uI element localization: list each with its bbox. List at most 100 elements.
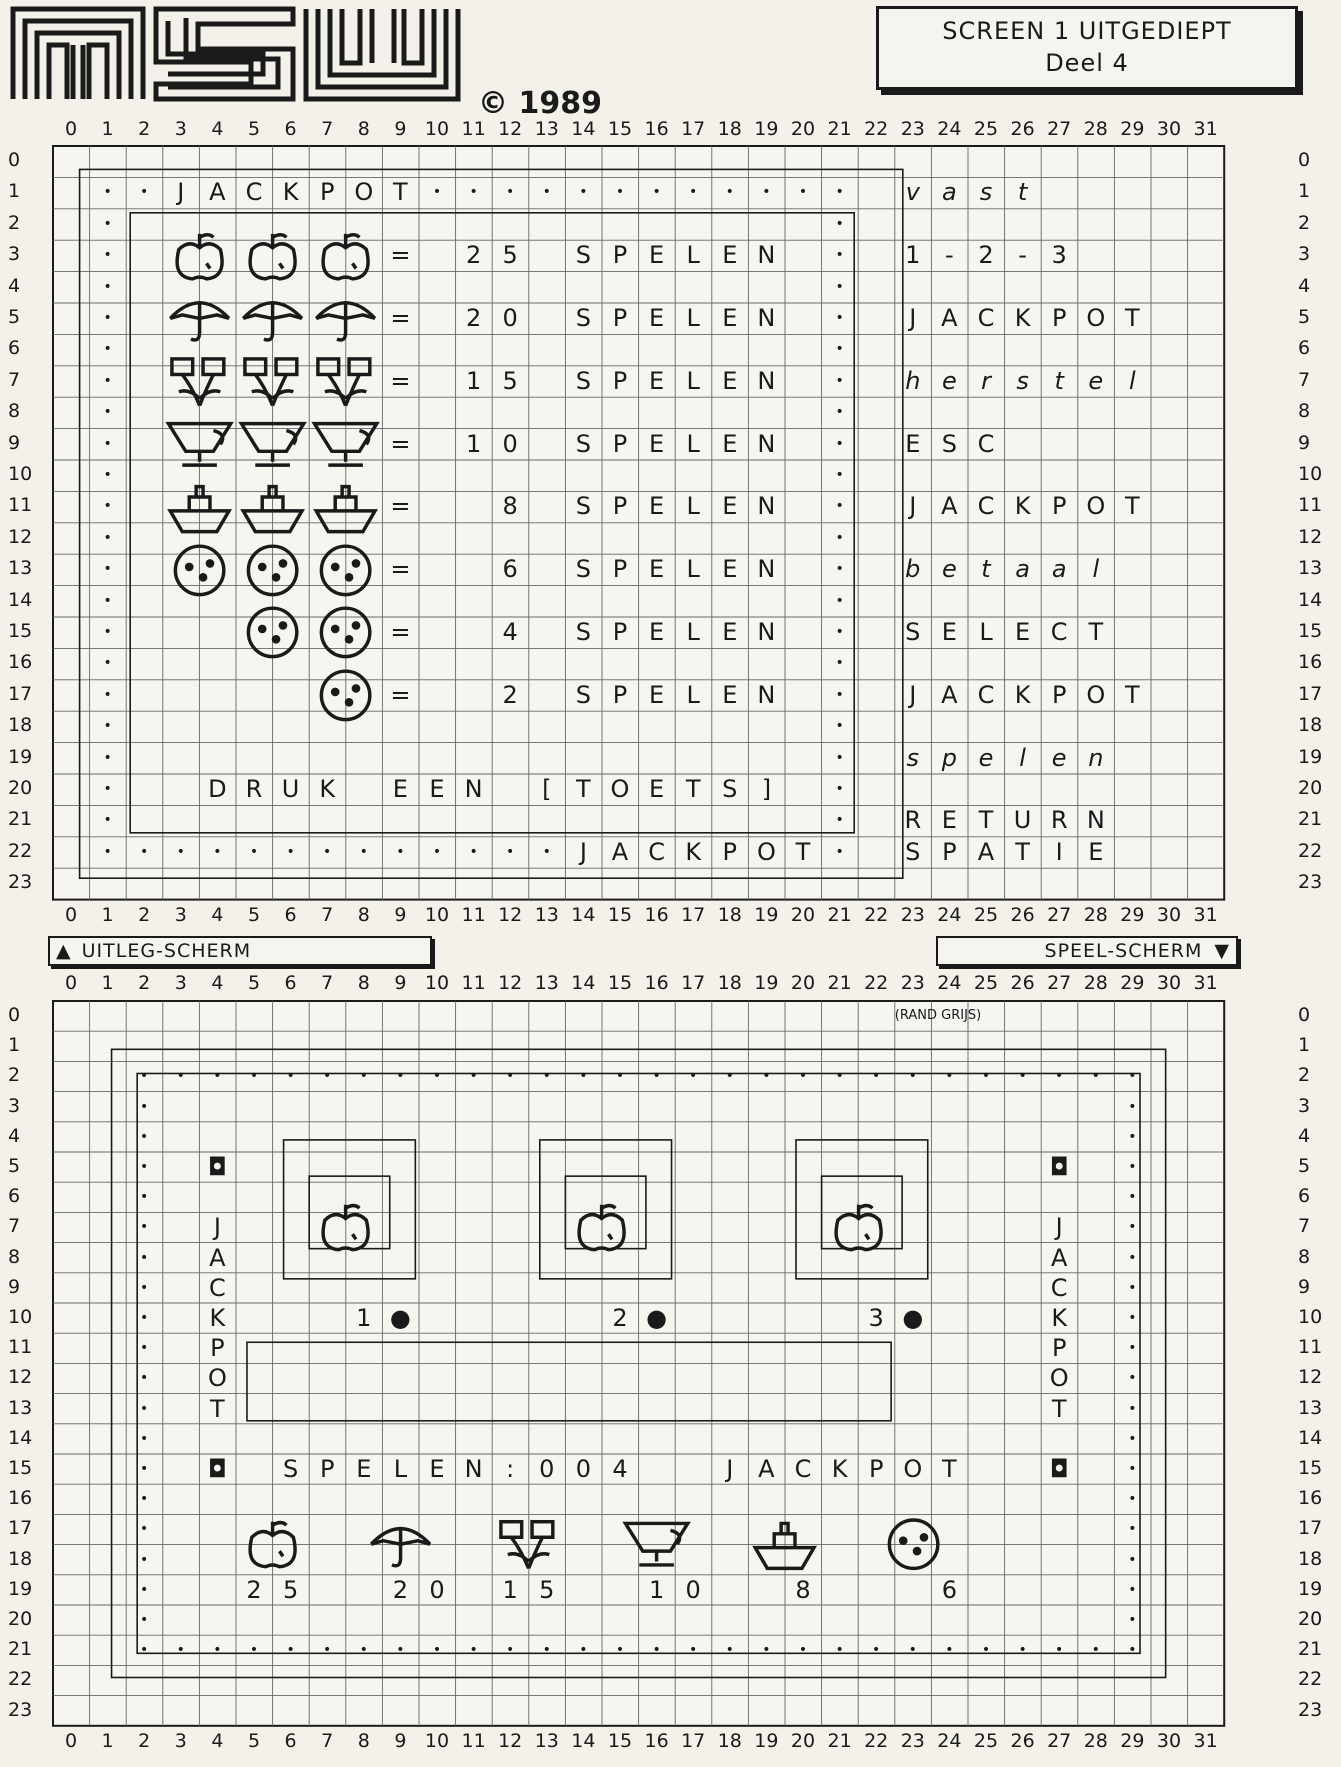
- row-number: 8: [8, 400, 20, 422]
- row-number: 9: [8, 1276, 20, 1298]
- column-number: 10: [419, 1730, 455, 1752]
- border-dot: •: [492, 1635, 528, 1665]
- vertical-jackpot: O: [1041, 1363, 1077, 1393]
- legend-jackpot: C: [968, 680, 1004, 711]
- border-dot: •: [199, 1061, 235, 1091]
- footer-jackpot: J: [565, 837, 601, 868]
- border-dot: •: [529, 1635, 565, 1665]
- row-number: 15: [1298, 620, 1322, 642]
- column-number: 9: [382, 972, 418, 994]
- border-dot: •: [126, 1303, 162, 1333]
- border-dot: •: [1114, 1182, 1150, 1212]
- row-number: 16: [1298, 1487, 1322, 1509]
- legend-jackpot: J: [895, 680, 931, 711]
- border-dot: •: [1114, 1363, 1150, 1393]
- border-dot: •: [90, 805, 126, 836]
- column-number: 5: [236, 904, 272, 926]
- row-number: 21: [1298, 808, 1322, 830]
- border-dot: •: [90, 523, 126, 554]
- apple-icon: [238, 1515, 307, 1577]
- row-number: 19: [8, 1578, 32, 1600]
- column-number: 1: [90, 972, 126, 994]
- border-dot: •: [822, 554, 858, 585]
- apple-icon: [165, 226, 234, 291]
- column-number: 20: [785, 1730, 821, 1752]
- column-number: 18: [712, 1730, 748, 1752]
- legend-herstel: s: [1005, 366, 1041, 397]
- row-number: 15: [8, 620, 32, 642]
- jackpot-label: O: [895, 1454, 931, 1484]
- druk-een-toets: R: [236, 774, 272, 805]
- border-dot: •: [1114, 1061, 1150, 1091]
- column-number: 6: [273, 1730, 309, 1752]
- column-number: 0: [53, 118, 89, 140]
- legend-spatie: I: [1041, 837, 1077, 868]
- row-number: 12: [8, 526, 32, 548]
- equals-sign: =: [382, 303, 418, 334]
- row-number: 20: [8, 777, 32, 799]
- legend-betaal: l: [1078, 554, 1114, 585]
- border-dot: •: [346, 837, 382, 868]
- counter-label: :: [492, 1454, 528, 1484]
- legend-jackpot: O: [1078, 680, 1114, 711]
- column-number: 10: [419, 972, 455, 994]
- payout-word: E: [639, 366, 675, 397]
- column-number: 28: [1078, 904, 1114, 926]
- column-number: 5: [236, 118, 272, 140]
- vertical-jackpot: K: [199, 1303, 235, 1333]
- row-number: 22: [8, 1668, 32, 1690]
- border-dot: •: [90, 177, 126, 208]
- header-jackpot: J: [163, 177, 199, 208]
- ship-icon: [311, 477, 380, 542]
- legend-betaal: a: [1041, 554, 1077, 585]
- reel-indicator-icon: ●: [639, 1303, 675, 1333]
- border-dot: •: [602, 177, 638, 208]
- payout-word: E: [639, 491, 675, 522]
- column-number: 13: [529, 904, 565, 926]
- legend-return: R: [895, 805, 931, 836]
- border-dot: •: [236, 1635, 272, 1665]
- border-dot: •: [199, 1635, 235, 1665]
- border-dot: •: [822, 617, 858, 648]
- jackpot-label: P: [858, 1454, 894, 1484]
- footer-jackpot: A: [602, 837, 638, 868]
- border-dot: •: [90, 429, 126, 460]
- border-dot: •: [822, 523, 858, 554]
- row-number: 9: [8, 432, 20, 454]
- equals-sign: =: [382, 240, 418, 271]
- column-number: 27: [1041, 1730, 1077, 1752]
- border-dot: •: [785, 177, 821, 208]
- row-number: 12: [1298, 526, 1322, 548]
- border-dot: •: [1114, 1122, 1150, 1152]
- row-number: 4: [1298, 1125, 1310, 1147]
- header-jackpot: O: [346, 177, 382, 208]
- row-number: 16: [8, 1487, 32, 1509]
- border-dot: •: [126, 1273, 162, 1303]
- legend-vast: t: [1005, 177, 1041, 208]
- column-number: 9: [382, 1730, 418, 1752]
- row-number: 17: [1298, 1517, 1322, 1539]
- border-dot: •: [1114, 1484, 1150, 1514]
- row-number: 19: [1298, 746, 1322, 768]
- symbol-value: 8: [785, 1575, 821, 1605]
- row-number: 8: [1298, 1246, 1310, 1268]
- msw-logo: [8, 4, 463, 104]
- row-number: 0: [1298, 149, 1310, 171]
- ball-icon: [238, 540, 307, 605]
- reel-indicator-icon: ●: [382, 1303, 418, 1333]
- payout-word: N: [748, 429, 784, 460]
- column-number: 15: [602, 118, 638, 140]
- up-arrow-icon: ▲: [50, 940, 82, 962]
- legend-spatie: E: [1078, 837, 1114, 868]
- border-dot: •: [822, 743, 858, 774]
- legend-jackpot: P: [1041, 303, 1077, 334]
- footer-jackpot: C: [639, 837, 675, 868]
- column-number: 19: [748, 1730, 784, 1752]
- column-number: 12: [492, 118, 528, 140]
- equals-sign: =: [382, 429, 418, 460]
- legend-spelen: p: [931, 743, 967, 774]
- druk-een-toets: ]: [748, 774, 784, 805]
- header-jackpot: P: [309, 177, 345, 208]
- column-number: 24: [931, 118, 967, 140]
- column-number: 24: [931, 972, 967, 994]
